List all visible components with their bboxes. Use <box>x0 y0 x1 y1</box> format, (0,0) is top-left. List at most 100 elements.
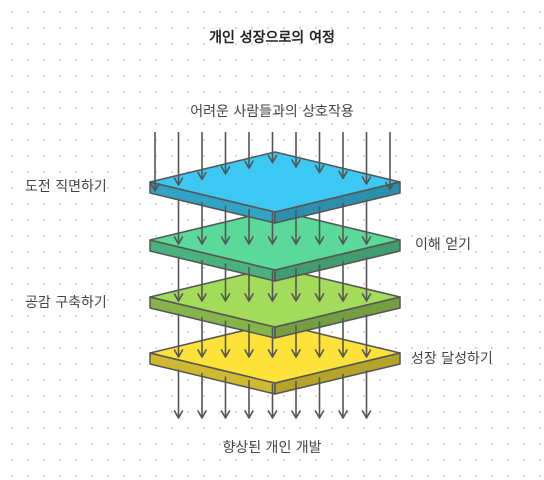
flow-arrow <box>244 267 254 302</box>
flow-arrow <box>267 270 278 302</box>
arrow-head <box>173 293 184 302</box>
flow-arrow <box>267 327 278 358</box>
arrow-head <box>244 293 254 302</box>
layer-label-challenge: 도전 직면하기 <box>25 179 107 195</box>
arrow-head <box>267 236 278 245</box>
arrow-head <box>314 293 325 302</box>
arrow-head <box>220 236 231 245</box>
flow-arrow <box>314 264 325 302</box>
flow-arrow <box>314 206 325 245</box>
arrow-head <box>267 410 278 419</box>
input-arrow <box>338 132 348 180</box>
arrow-head <box>385 181 395 191</box>
arrow-head <box>244 410 254 419</box>
arrow-head <box>220 410 231 419</box>
flow-arrow <box>220 376 231 419</box>
arrow-head <box>338 293 348 302</box>
arrow-head <box>197 171 207 181</box>
arrow-head <box>244 349 254 358</box>
input-arrow <box>244 132 254 170</box>
arrow-head <box>220 293 231 302</box>
arrow-head <box>314 236 325 245</box>
arrow-head <box>338 236 348 245</box>
arrow-head <box>197 410 207 419</box>
layer-label-empathy: 공감 구축하기 <box>25 295 107 311</box>
arrow-head <box>361 236 372 245</box>
arrow-head <box>173 177 184 186</box>
flow-arrow <box>173 313 184 358</box>
plate-top <box>149 151 401 213</box>
arrow-head <box>314 349 325 358</box>
arrow-head <box>314 164 325 174</box>
flow-arrow <box>338 373 348 419</box>
flow-arrow <box>220 320 231 358</box>
arrow-head <box>267 349 278 358</box>
layer-label-understanding: 이해 얻기 <box>415 237 471 253</box>
flow-arrow <box>314 377 325 419</box>
flow-arrow <box>244 324 254 358</box>
input-arrow <box>314 132 325 174</box>
flow-arrow <box>173 256 184 302</box>
flow-arrow <box>314 321 325 358</box>
input-arrow <box>291 132 301 168</box>
output-label: 향상된 개인 개발 <box>222 440 322 456</box>
flow-arrow <box>267 212 278 245</box>
flow-arrow <box>361 257 372 302</box>
flow-arrow <box>244 380 254 419</box>
arrow-head <box>267 154 278 164</box>
flow-arrow <box>197 373 207 419</box>
arrow-head <box>361 293 372 302</box>
arrow-head <box>361 410 372 419</box>
flow-arrow <box>338 202 348 245</box>
arrow-head <box>338 410 348 419</box>
arrow-head <box>314 410 325 419</box>
arrow-head <box>291 159 301 168</box>
flow-arrow <box>197 260 207 302</box>
arrow-head <box>291 349 301 358</box>
arrow-head <box>291 410 301 419</box>
flow-arrow <box>173 369 184 419</box>
layer-plate-1 <box>149 151 401 224</box>
flow-arrow <box>291 209 301 245</box>
flow-arrow <box>338 260 348 302</box>
flow-arrow <box>197 317 207 358</box>
flow-arrow <box>220 205 231 245</box>
diagram-title: 개인 성장으로의 여정 <box>209 30 335 46</box>
input-arrow <box>267 132 278 164</box>
arrow-head <box>197 293 207 302</box>
arrow-head <box>338 170 348 180</box>
flow-arrow <box>361 314 372 358</box>
flow-arrow <box>291 324 301 358</box>
flow-arrow <box>361 199 372 245</box>
arrow-head <box>220 349 231 358</box>
arrow-head <box>173 349 184 358</box>
input-arrow <box>173 132 184 186</box>
arrow-head <box>361 349 372 358</box>
arrow-head <box>291 293 301 302</box>
arrow-head <box>197 349 207 358</box>
flow-arrow <box>338 317 348 358</box>
flow-arrow <box>220 263 231 302</box>
arrow-head <box>244 236 254 245</box>
flow-arrow <box>291 267 301 302</box>
layer-plate-3 <box>149 266 401 339</box>
arrow-head <box>244 160 254 170</box>
layer-label-growth: 성장 달성하기 <box>411 351 493 367</box>
flow-arrow <box>361 370 372 419</box>
arrow-head <box>338 349 348 358</box>
arrow-head <box>361 176 372 185</box>
arrow-head <box>173 410 184 419</box>
arrow-head <box>267 293 278 302</box>
input-arrow <box>220 132 231 175</box>
arrow-head <box>291 236 301 245</box>
flow-arrow <box>267 383 278 419</box>
arrow-head <box>173 236 184 245</box>
flow-arrow <box>291 380 301 419</box>
flow-arrow <box>244 209 254 245</box>
arrow-head <box>220 166 231 175</box>
input-arrow <box>385 132 395 191</box>
input-arrow <box>197 132 207 181</box>
input-arrow <box>150 132 160 192</box>
input-arrow <box>361 132 372 185</box>
